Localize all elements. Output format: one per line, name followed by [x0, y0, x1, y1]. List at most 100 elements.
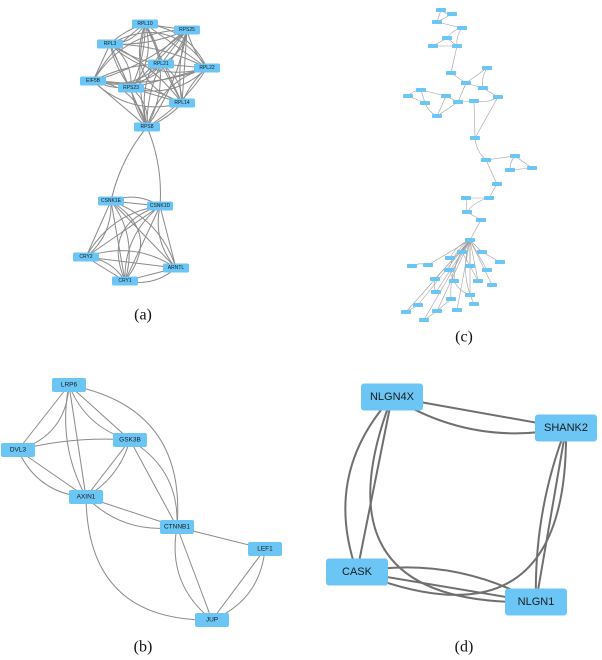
- node-c-38: [449, 279, 459, 283]
- edge-a-63: [110, 200, 126, 282]
- node-c-21: [510, 154, 520, 158]
- node-c-36: [482, 268, 492, 272]
- edge-a-65: [110, 200, 177, 269]
- edge-b-7: [85, 439, 131, 498]
- node-c-8: [461, 81, 471, 85]
- node-c-11: [453, 100, 463, 104]
- node-c-28: [476, 218, 486, 222]
- node-rpl3: [97, 39, 123, 49]
- node-label-rps8: RPS8: [140, 124, 153, 130]
- edge-c-57: [405, 239, 471, 313]
- edge-d-6: [356, 396, 393, 573]
- node-c-10: [478, 86, 488, 90]
- node-lrp6: [52, 378, 86, 392]
- edge-b-5: [65, 384, 87, 498]
- node-c-44: [413, 303, 423, 307]
- node-cry2: [73, 252, 99, 262]
- node-c-23: [505, 168, 515, 172]
- node-label-lef1: LEF1: [257, 546, 273, 553]
- node-label-shank2: SHANK2: [544, 422, 588, 434]
- node-label-rps25: RPS25: [179, 27, 195, 33]
- edge-a-21: [146, 29, 188, 128]
- edge-a-52: [109, 32, 208, 69]
- node-rpl21: [148, 59, 174, 69]
- node-c-0: [436, 8, 446, 12]
- node-c-1: [447, 12, 457, 16]
- node-c-15: [416, 88, 426, 92]
- node-label-cry1: CRY1: [118, 278, 131, 284]
- edge-a-55: [143, 29, 188, 128]
- node-c-50: [407, 264, 417, 268]
- node-ctnnb1: [160, 520, 194, 534]
- edge-b-4: [68, 384, 87, 498]
- edge-a-57: [110, 126, 148, 202]
- node-c-31: [457, 250, 467, 254]
- node-c-2: [432, 20, 442, 24]
- edge-a-79: [110, 200, 141, 282]
- edge-c-36: [466, 197, 490, 213]
- edge-c-56: [465, 239, 475, 305]
- node-gsk3b: [113, 433, 147, 447]
- edge-c-43: [427, 239, 471, 266]
- node-label-dvl3: DVL3: [10, 447, 27, 454]
- node-c-33: [423, 263, 433, 267]
- node-c-22: [527, 166, 537, 170]
- node-label-rpl10: RPL10: [137, 21, 153, 27]
- node-label-eif5b: EIF5B: [86, 78, 101, 84]
- panel-b-edges: [17, 384, 266, 621]
- node-c-40: [487, 283, 497, 287]
- edge-c-9: [450, 45, 458, 74]
- node-arntl: [163, 263, 189, 273]
- edge-c-32: [509, 155, 516, 171]
- edge-a-19: [179, 29, 188, 104]
- node-label-rps23: RPS23: [123, 85, 139, 91]
- node-c-37: [430, 277, 440, 281]
- node-c-5: [428, 44, 438, 48]
- node-c-34: [444, 268, 454, 272]
- node-label-jup: JUP: [206, 617, 218, 624]
- node-label-lrp6: LRP6: [61, 382, 78, 389]
- node-eif5b: [80, 76, 106, 86]
- node-label-nlgn4x: NLGN4X: [370, 391, 415, 403]
- edge-c-8: [456, 27, 463, 47]
- node-label-ctnnb1: CTNNB1: [164, 524, 190, 531]
- edge-a-75: [85, 256, 177, 269]
- panel-c-nodes: [401, 8, 537, 322]
- node-cask: [326, 558, 388, 586]
- panel-c-edges: [405, 9, 533, 321]
- node-label-rpl3: RPL3: [104, 41, 117, 47]
- node-rps23: [118, 83, 144, 93]
- node-c-24: [492, 182, 502, 186]
- edge-a-53: [138, 23, 183, 104]
- node-c-47: [401, 310, 411, 314]
- node-label-rpl21: RPL21: [153, 61, 169, 67]
- node-label-cry2: CRY2: [79, 254, 92, 260]
- edge-d-9: [356, 427, 568, 596]
- edge-d-7: [344, 396, 393, 573]
- node-c-16: [403, 94, 413, 98]
- node-c-43: [465, 293, 475, 297]
- node-c-6: [452, 44, 462, 48]
- node-c-9: [482, 66, 492, 70]
- node-axin1: [69, 490, 103, 504]
- node-c-14: [441, 94, 451, 98]
- edge-a-10: [139, 23, 148, 128]
- node-c-46: [469, 302, 479, 306]
- node-rpl10: [132, 19, 158, 29]
- node-c-27: [462, 210, 472, 214]
- node-nlgn4x: [361, 383, 423, 411]
- edge-a-70: [124, 205, 161, 282]
- node-c-20: [481, 158, 491, 162]
- edge-b-11: [129, 439, 178, 528]
- node-c-51: [495, 260, 505, 264]
- node-c-26: [461, 196, 471, 200]
- node-c-29: [465, 238, 475, 242]
- edge-c-39: [469, 219, 482, 241]
- edge-c-26: [474, 96, 499, 139]
- node-shank2: [535, 414, 597, 442]
- node-c-41: [431, 290, 441, 294]
- panel-b-caption: (b): [134, 639, 153, 656]
